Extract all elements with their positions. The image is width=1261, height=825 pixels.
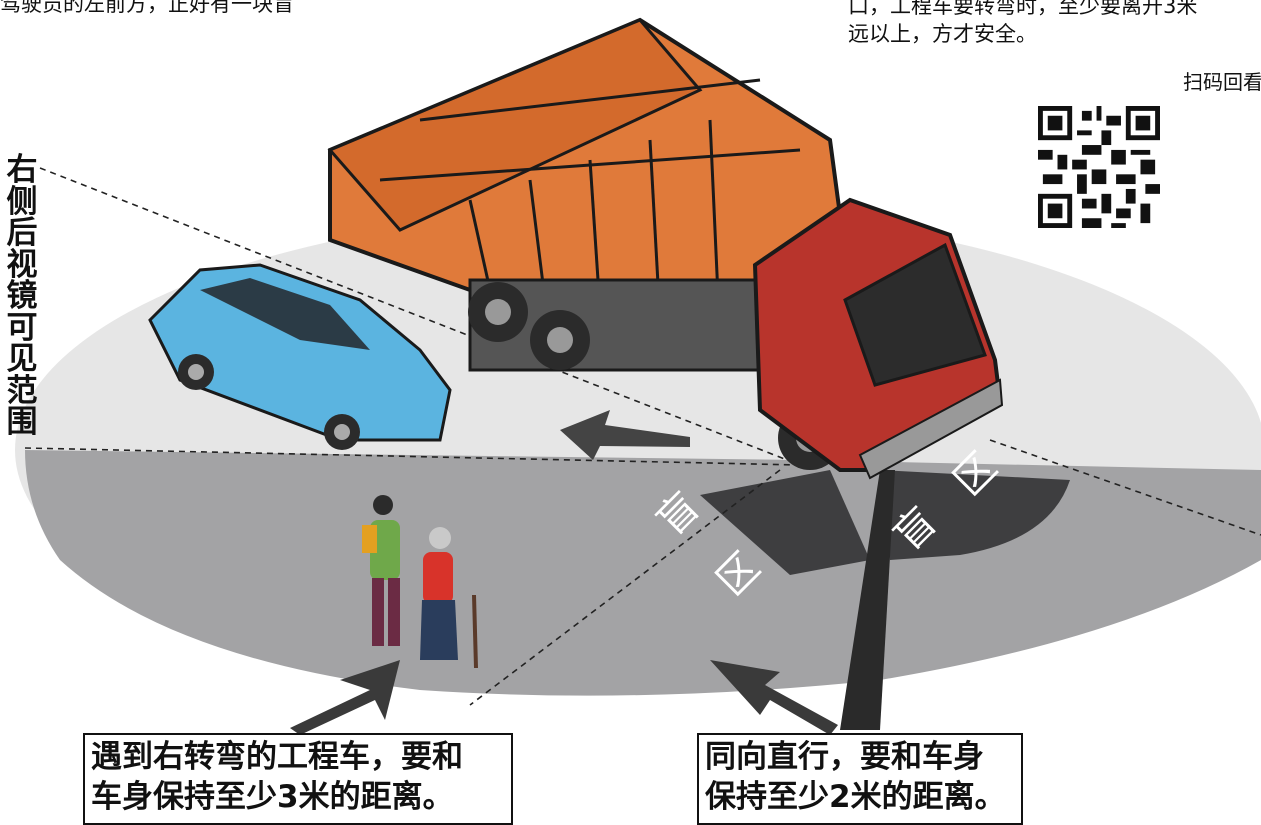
mirror-visible-range-label: 右 侧 后 视 镜 可 见 范 围 <box>0 152 44 445</box>
direction-arrow-icon <box>560 410 690 460</box>
mirror-label-char: 见 <box>6 341 38 377</box>
sight-line-horizontal <box>24 447 801 466</box>
pointer-arrow-right-icon <box>710 660 838 735</box>
mirror-label-char: 后 <box>6 215 38 251</box>
callout-left: 遇到右转弯的工程车，要和 车身保持至少3米的距离。 <box>83 733 513 825</box>
callout-left-line-1: 遇到右转弯的工程车，要和 <box>91 739 463 775</box>
blind-zone-left <box>700 470 870 575</box>
blue-car <box>148 263 452 450</box>
qr-label: 扫码回看 <box>1183 70 1261 94</box>
mirror-label-char: 右 <box>6 152 38 188</box>
mirror-label-char: 侧 <box>6 183 38 220</box>
mirror-label-char: 围 <box>6 404 38 440</box>
qr-code-icon[interactable] <box>1038 106 1160 228</box>
callout-right: 同向直行，要和车身 保持至少2米的距离。 <box>697 733 1023 825</box>
ground-lower-region <box>25 450 1261 696</box>
top-right-caption: 口，工程车要转弯时，至少要离开3米 远以上，方才安全。 <box>848 0 1197 48</box>
top-right-caption-line-2: 远以上，方才安全。 <box>848 22 1037 46</box>
callout-right-line-1: 同向直行，要和车身 <box>705 739 984 775</box>
callout-right-line-2: 保持至少2米的距离。 <box>705 779 1006 815</box>
pedestrians <box>362 495 478 669</box>
mirror-label-char: 视 <box>6 246 38 283</box>
garbage-truck <box>327 17 1004 480</box>
blind-zone-right <box>880 470 1070 560</box>
pointer-arrow-left-icon <box>290 660 400 735</box>
mirror-label-char: 可 <box>6 309 38 346</box>
mirror-label-char: 镜 <box>6 278 38 314</box>
callout-left-line-2: 车身保持至少3米的距离。 <box>91 779 454 815</box>
top-left-caption: 驾驶员的左前方，正好有一块盲 <box>0 0 294 16</box>
sight-line-lower <box>469 469 781 706</box>
mirror-label-char: 范 <box>6 372 38 409</box>
sight-line-top <box>39 167 801 466</box>
blind-beam <box>840 470 895 730</box>
sight-line-right <box>989 439 1261 536</box>
top-right-caption-line-1: 口，工程车要转弯时，至少要离开3米 <box>848 0 1198 18</box>
